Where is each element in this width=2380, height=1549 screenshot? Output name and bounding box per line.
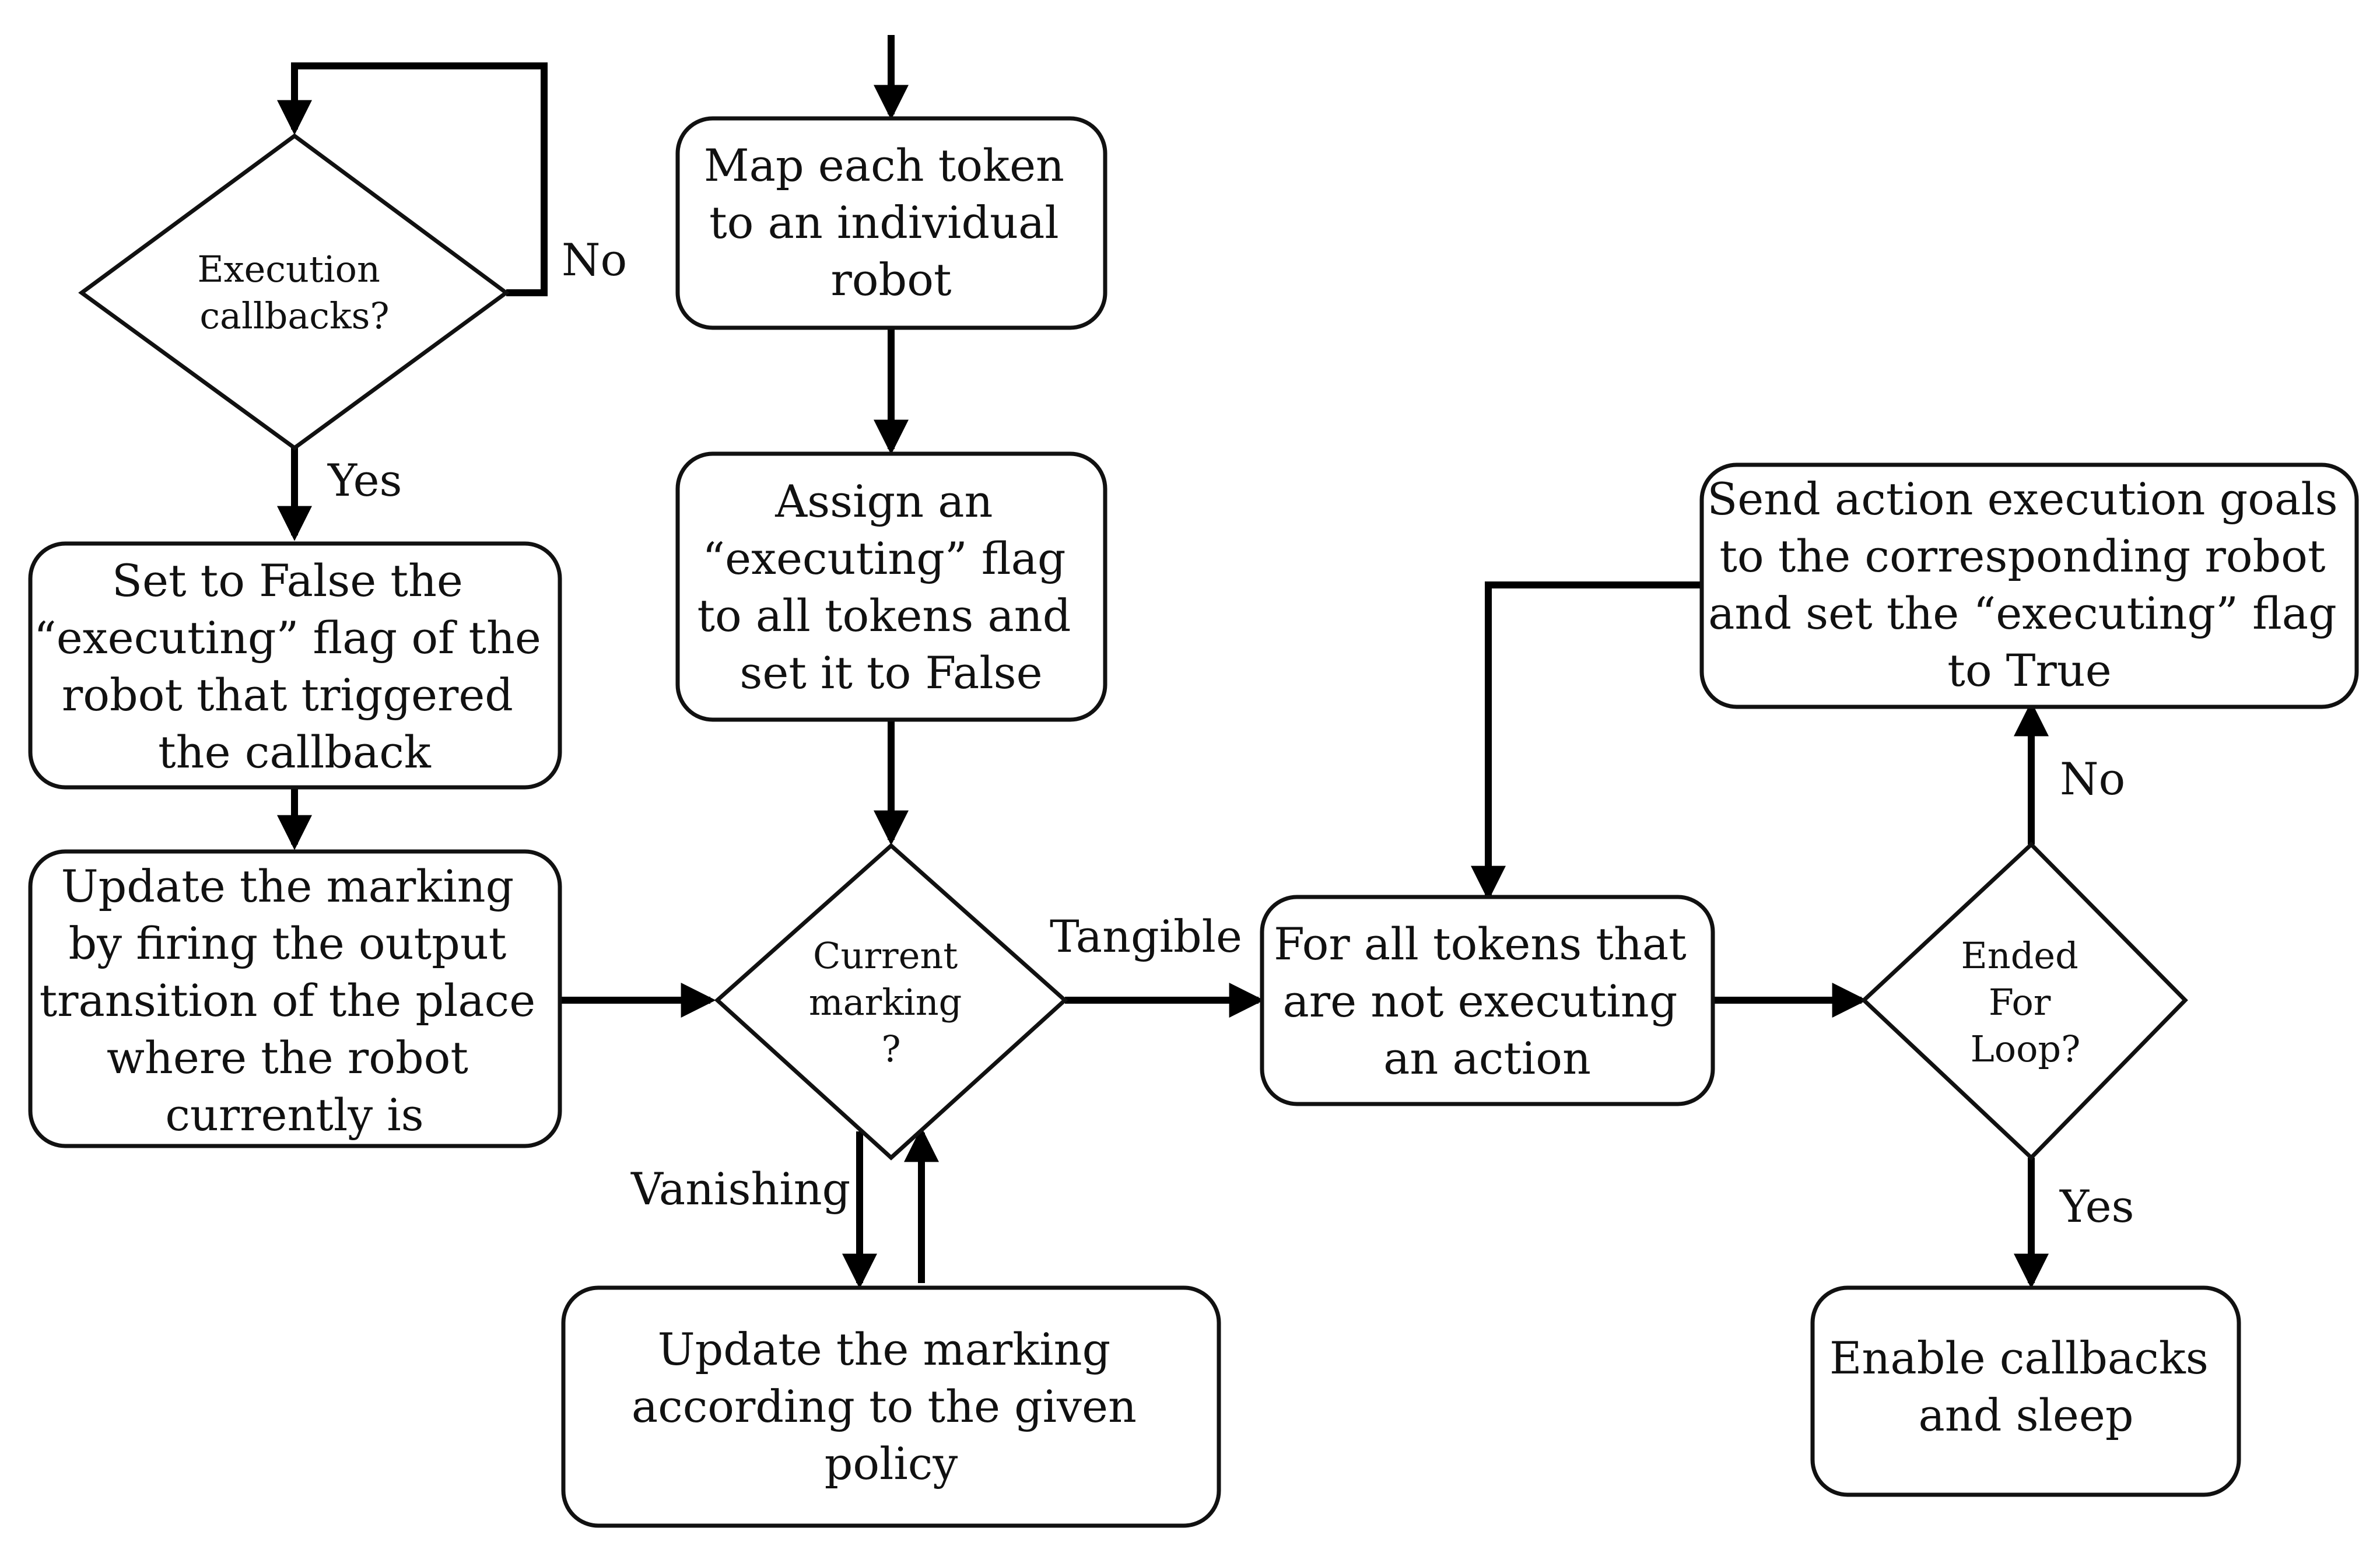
edge-send-goals-to-for	[1471, 581, 1702, 901]
label-callbacks-no: No	[562, 234, 627, 286]
node-line: and set the “executing” flag	[1708, 587, 2337, 639]
node-line: transition of the place	[40, 975, 536, 1026]
node-line: Assign an	[774, 475, 993, 527]
label-callbacks-yes: Yes	[327, 454, 402, 506]
node-for-all-tokens: For all tokens that are not executing an…	[1260, 895, 1715, 1106]
node-line: to an individual	[709, 197, 1059, 248]
node-line: Current	[813, 934, 958, 977]
node-assign-flag: Assign an “executing” flag to all tokens…	[675, 451, 1107, 722]
node-update-marking-policy: Update the marking according to the give…	[561, 1285, 1221, 1528]
node-line: callbacks?	[199, 295, 389, 337]
node-line: For all tokens that	[1274, 918, 1687, 970]
node-line: Send action execution goals	[1707, 473, 2337, 525]
node-line: Set to False the	[112, 555, 463, 607]
node-line: to True	[1947, 644, 2111, 696]
node-line: according to the given	[632, 1380, 1137, 1432]
node-line: “executing” flag	[702, 532, 1065, 584]
label-vanishing: Vanishing	[630, 1163, 850, 1215]
node-line: an action	[1383, 1032, 1591, 1084]
node-line: Map each token	[704, 139, 1064, 191]
node-line: Update the marking	[61, 860, 514, 912]
decision-current-marking: Current marking ?	[714, 843, 1068, 1161]
label-tangible: Tangible	[1050, 910, 1242, 962]
node-line: Ended	[1961, 934, 2078, 977]
node-line: Enable callbacks	[1829, 1332, 2209, 1384]
node-line: to all tokens and	[697, 590, 1071, 642]
label-loop-yes: Yes	[2059, 1180, 2134, 1232]
svg-text:For all tokens that are: For all tokens that are not executing an…	[1274, 918, 1701, 1084]
svg-text:Set to False the “execut: Set to False the “executing” flag of the…	[34, 555, 555, 778]
node-line: ?	[881, 1028, 900, 1070]
svg-text:Ended For Loop?: Ended For Loop?	[1961, 934, 2090, 1070]
node-set-false: Set to False the “executing” flag of the…	[28, 541, 562, 790]
node-line: For	[1989, 981, 2051, 1024]
svg-text:Update the marking accor: Update the marking according to the give…	[632, 1323, 1151, 1490]
node-line: robot that triggered	[62, 669, 513, 721]
decision-execution-callbacks: Execution callbacks?	[78, 133, 510, 451]
svg-text:Current marking ?: Current marking ?	[809, 934, 973, 1070]
node-line: are not executing	[1282, 975, 1677, 1027]
node-line: the callback	[158, 726, 432, 778]
node-line: Execution	[197, 248, 380, 290]
node-line: currently is	[165, 1089, 423, 1141]
node-line: marking	[809, 981, 962, 1024]
node-line: “executing” flag of the	[34, 612, 541, 664]
svg-text:Execution callbacks?: Execution callbacks?	[197, 248, 391, 337]
label-loop-no: No	[2060, 753, 2125, 805]
node-line: where the robot	[107, 1032, 468, 1084]
svg-text:Update the marking by fi: Update the marking by firing the output …	[40, 860, 550, 1141]
node-line: robot	[830, 254, 951, 306]
node-send-goals: Send action execution goals to the corre…	[1699, 462, 2359, 709]
node-line: Loop?	[1971, 1028, 2081, 1070]
edge-callbacks-no-loop	[277, 62, 548, 296]
node-enable-callbacks: Enable callbacks and sleep	[1810, 1285, 2241, 1497]
decision-ended-for-loop: Ended For Loop?	[1860, 842, 2188, 1161]
svg-text:Send action execution goals: Send action execution goals to the corre…	[1707, 473, 2352, 696]
node-map-tokens: Map each token to an individual robot	[675, 116, 1107, 330]
svg-text:Enable callbacks and sle: Enable callbacks and sleep	[1829, 1332, 2223, 1441]
node-line: set it to False	[739, 647, 1042, 699]
node-line: Update the marking	[658, 1323, 1111, 1375]
node-line: and sleep	[1919, 1389, 2134, 1441]
node-line: policy	[825, 1438, 958, 1490]
node-line: to the corresponding robot	[1719, 530, 2325, 582]
node-update-marking-fire: Update the marking by firing the output …	[28, 849, 562, 1148]
svg-text:Map each token to an ind: Map each token to an individual robot	[704, 139, 1078, 306]
svg-text:Assign an “executing” fl: Assign an “executing” flag to all tokens…	[697, 475, 1085, 699]
node-line: by firing the output	[68, 917, 506, 969]
